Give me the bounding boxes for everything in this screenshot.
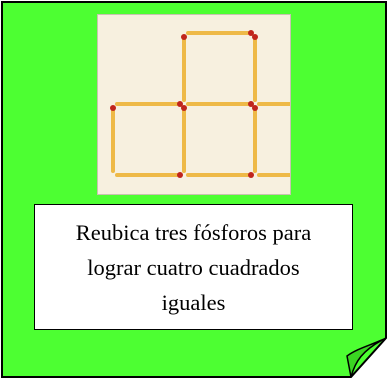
matchstick-figure (110, 30, 329, 178)
matchstick-head-6 (177, 172, 183, 178)
matchstick-head-1 (248, 30, 254, 36)
matchstick-head-3 (181, 34, 187, 40)
matchstick-head-4 (252, 34, 258, 40)
instruction-box: Reubica tres fósforos para lograr cuatro… (34, 204, 353, 330)
matchstick-puzzle-image (97, 14, 329, 195)
matchstick-head-5 (177, 101, 183, 107)
page-curl (346, 337, 387, 378)
matchstick-head-7 (110, 105, 116, 111)
instruction-text: Reubica tres fósforos para lograr cuatro… (75, 219, 312, 315)
matchstick-head-8 (181, 105, 187, 111)
matchstick-head-2 (248, 101, 254, 107)
matchstick-head-9 (248, 172, 254, 178)
matchstick-head-10 (252, 105, 258, 111)
